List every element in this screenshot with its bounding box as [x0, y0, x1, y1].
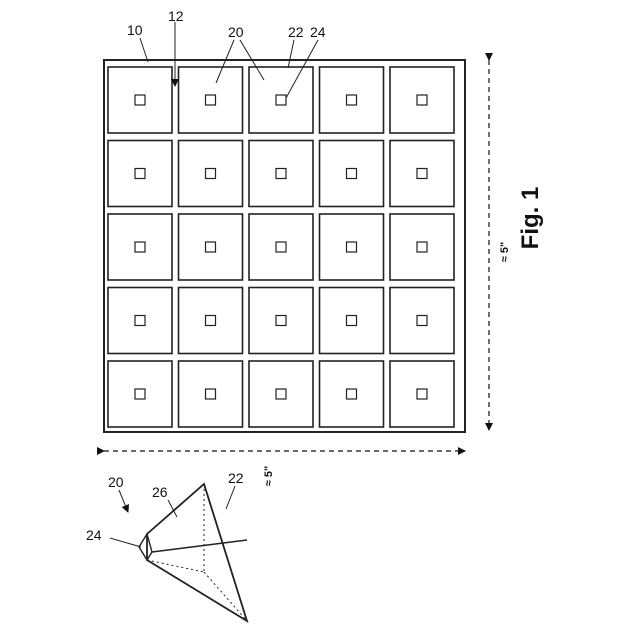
pyramid-apex: [276, 169, 286, 179]
pyramid-cell: [108, 214, 172, 280]
pyramid-cell: [390, 214, 454, 280]
leader-22: [288, 40, 294, 68]
pyramid-cell: [390, 288, 454, 354]
pyramid-apex: [347, 169, 357, 179]
pyramid-cell: [108, 141, 172, 207]
pyramid-cell: [108, 361, 172, 427]
pyramid-apex: [417, 169, 427, 179]
ref-numeral-24: 24: [310, 24, 326, 40]
pyramid-apex: [135, 242, 145, 252]
pyramid-cell: [249, 141, 313, 207]
ref-numeral-22: 22: [288, 24, 304, 40]
pyramid-apex: [135, 95, 145, 105]
pyramid-cell: [179, 214, 243, 280]
pyramid-outline: [147, 484, 247, 621]
pyramid-cell: [249, 288, 313, 354]
pyramid-cell: [320, 214, 384, 280]
pyramid-apex: [347, 95, 357, 105]
pyramid-apex: [347, 242, 357, 252]
pyramid-apex: [276, 389, 286, 399]
pyramid-apex: [206, 389, 216, 399]
detail-ref-numeral-24: 24: [86, 527, 102, 543]
pyramid-cell: [249, 67, 313, 133]
pyramid-apex: [276, 95, 286, 105]
pyramid-apex: [206, 169, 216, 179]
vertical-dimension: ≈ 5": [489, 60, 511, 430]
horizontal-dimension: ≈ 5": [104, 451, 465, 486]
detail-leader-24: [110, 538, 141, 547]
pyramid-apex: [347, 316, 357, 326]
pyramid-apex: [206, 242, 216, 252]
pyramid-apex: [135, 389, 145, 399]
pyramid-cell: [390, 141, 454, 207]
pyramid-cell: [179, 288, 243, 354]
pyramid-apex: [276, 316, 286, 326]
pyramid-cell: [179, 141, 243, 207]
pyramid-apex: [276, 242, 286, 252]
pyramid-hidden-edge-3: [204, 572, 247, 621]
detail-leader-lines: [110, 486, 235, 547]
detail-leader-22: [226, 486, 235, 509]
vertical-dimension-label: ≈ 5": [499, 242, 511, 262]
pyramid-cell-grid: [108, 67, 454, 427]
detail-leader-20: [119, 490, 128, 512]
pyramid-cell: [249, 361, 313, 427]
leader-10: [140, 38, 148, 62]
pyramid-cell: [320, 361, 384, 427]
pyramid-apex: [417, 316, 427, 326]
pyramid-apex: [417, 95, 427, 105]
pyramid-apex: [347, 389, 357, 399]
pyramid-cell: [320, 141, 384, 207]
pyramid-apex: [135, 316, 145, 326]
detail-ref-numeral-20: 20: [108, 474, 124, 490]
detail-ref-numeral-22: 22: [228, 470, 244, 486]
horizontal-dimension-label: ≈ 5": [263, 466, 275, 486]
figure-caption: Fig. 1: [517, 187, 544, 250]
pyramid-cell: [108, 67, 172, 133]
leader-20-a: [216, 40, 234, 83]
pyramid-cell: [108, 288, 172, 354]
pyramid-cell: [320, 288, 384, 354]
pyramid-edge-right: [152, 540, 247, 552]
substrate-outline: [104, 60, 465, 432]
ref-numeral-12: 12: [168, 8, 184, 24]
pyramid-cell: [249, 214, 313, 280]
pyramid-apex: [206, 316, 216, 326]
pyramid-apex: [417, 242, 427, 252]
pyramid-apex: [206, 95, 216, 105]
pyramid-detail: [139, 484, 247, 621]
pyramid-cell: [320, 67, 384, 133]
pyramid-cell: [390, 67, 454, 133]
ref-numeral-20: 20: [228, 24, 244, 40]
pyramid-cell: [179, 67, 243, 133]
pyramid-apex: [417, 389, 427, 399]
pyramid-apex: [135, 169, 145, 179]
pyramid-cell: [179, 361, 243, 427]
ref-numeral-10: 10: [127, 22, 143, 38]
detail-ref-numeral-26: 26: [152, 484, 168, 500]
pyramid-cell: [390, 361, 454, 427]
